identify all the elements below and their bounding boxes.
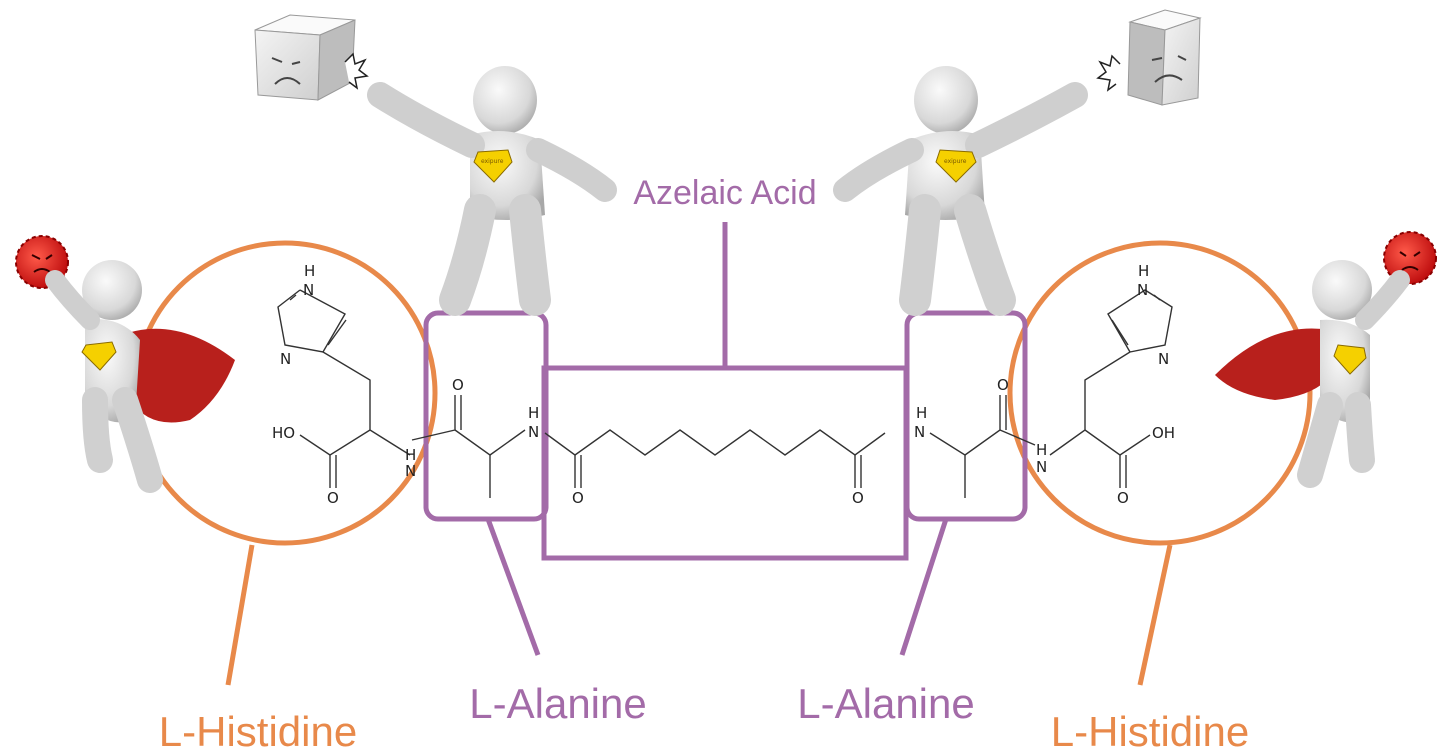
atom-right-amide-h: H — [1036, 441, 1047, 459]
atom-right-o-aze: O — [852, 489, 864, 507]
histidine-right-circle — [1007, 240, 1313, 686]
molecule-skeleton — [277, 289, 1173, 498]
label-azelaic-acid: Azelaic Acid — [633, 174, 816, 212]
atom-right-ring-h: H — [1138, 262, 1149, 280]
atom-left-o-ala: O — [452, 376, 464, 394]
atom-right-ring-n: N — [1158, 350, 1169, 368]
label-alanine-right: L-Alanine — [797, 680, 974, 727]
atom-left-o-acid: O — [327, 489, 339, 507]
atom-left-ring-n: N — [280, 350, 291, 368]
shield-badge-icon: exipure — [935, 149, 977, 183]
shield-badge-icon: exipure — [473, 149, 513, 183]
atom-right-o-ala: O — [997, 376, 1009, 394]
stick-figure-standing-right: exipure — [833, 9, 1202, 316]
label-histidine-left: L-Histidine — [159, 708, 357, 753]
atom-left-amide-n: N — [405, 462, 416, 480]
svg-text:exipure: exipure — [481, 158, 504, 165]
atom-left-amide-h: H — [405, 446, 416, 464]
stick-figure-standing-left: exipure — [254, 14, 617, 316]
atom-left-ring-nh: N — [303, 281, 314, 299]
svg-text:exipure: exipure — [944, 158, 967, 165]
shield-badge-icon — [1333, 344, 1367, 375]
atom-left-ala-h: H — [528, 404, 539, 422]
atom-left-ring-h: H — [304, 262, 315, 280]
label-histidine-right: L-Histidine — [1051, 708, 1249, 753]
atom-right-ala-n: N — [914, 423, 925, 441]
alanine-left-box — [423, 310, 549, 656]
atom-labels: H N N HO O H N O H N O O H N O H N OH O … — [272, 262, 1175, 507]
atom-right-amide-n: N — [1036, 458, 1047, 476]
atom-right-ala-h: H — [916, 404, 927, 422]
atom-left-ala-n: N — [528, 423, 539, 441]
atom-left-o-aze: O — [572, 489, 584, 507]
sad-cube-icon — [254, 14, 369, 101]
alanine-right-box — [899, 310, 1028, 656]
atom-right-ring-nh: N — [1137, 281, 1148, 299]
sad-cube-icon — [1096, 9, 1202, 106]
cape-icon — [110, 328, 235, 423]
shield-badge-icon — [81, 341, 117, 371]
azelaic-acid-box — [541, 222, 909, 561]
atom-right-oh: OH — [1152, 424, 1175, 442]
atom-right-o-acid: O — [1117, 489, 1129, 507]
superhero-flying-left — [15, 235, 235, 493]
label-alanine-left: L-Alanine — [469, 680, 646, 727]
atom-left-ho: HO — [272, 424, 295, 442]
histidine-left-circle — [132, 240, 438, 686]
superhero-flying-right — [1215, 231, 1437, 488]
cape-icon — [1215, 328, 1335, 400]
